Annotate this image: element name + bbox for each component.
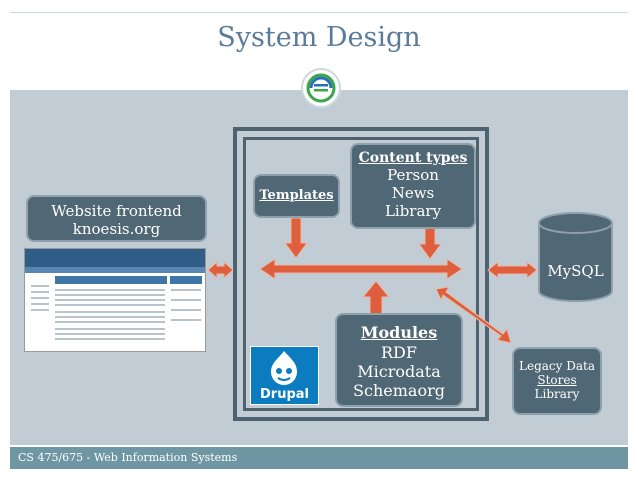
screenshot-line	[55, 311, 165, 313]
legacy-line1: Legacy Data	[519, 359, 595, 373]
module-schemaorg: Schemaorg	[353, 381, 445, 400]
module-microdata: Microdata	[357, 362, 441, 381]
screenshot-line	[31, 297, 49, 299]
screenshot-line	[55, 316, 165, 318]
screenshot-line	[171, 319, 201, 321]
screenshot-line	[31, 309, 49, 311]
templates-label: Templates	[259, 188, 334, 203]
website-screenshot	[24, 248, 206, 352]
knoesis-logo-icon	[301, 68, 341, 108]
screenshot-line	[171, 299, 201, 301]
footer-bar: CS 475/675 - Web Information Systems	[10, 447, 628, 469]
modules-box: Modules RDF Microdata Schemaorg	[335, 313, 463, 407]
screenshot-line	[55, 299, 165, 301]
screenshot-header	[25, 249, 205, 267]
screenshot-line	[31, 291, 49, 293]
drupal-logo: Drupal	[250, 346, 319, 405]
screenshot-line	[55, 289, 165, 291]
screenshot-line	[55, 328, 165, 330]
mysql-label: MySQL	[547, 262, 604, 280]
screenshot-line	[31, 303, 49, 305]
screenshot-line	[55, 304, 165, 306]
slide-title: System Design	[217, 22, 421, 53]
mysql-cylinder-icon	[538, 212, 613, 303]
title-bar	[10, 12, 628, 93]
screenshot-line	[55, 338, 165, 340]
drupal-drop-icon	[271, 351, 297, 385]
screenshot-line	[171, 309, 201, 311]
screenshot-line	[31, 285, 49, 287]
module-rdf: RDF	[381, 343, 417, 362]
legacy-line2: Stores	[537, 373, 577, 387]
templates-box: Templates	[253, 174, 340, 218]
website-frontend-url: knoesis.org	[72, 220, 161, 238]
screenshot-line	[55, 294, 165, 296]
content-type-news: News	[391, 184, 435, 202]
screenshot-line	[171, 289, 201, 291]
content-type-library: Library	[384, 202, 442, 220]
content-type-person: Person	[387, 166, 439, 184]
legacy-line3: Library	[534, 387, 580, 401]
drupal-inner-frame	[243, 137, 479, 411]
screenshot-side-header	[170, 276, 202, 284]
footer-text: CS 475/675 - Web Information Systems	[18, 451, 238, 464]
screenshot-nav	[25, 267, 205, 273]
modules-header: Modules	[360, 323, 438, 342]
website-frontend-box: Website frontend knoesis.org	[26, 195, 207, 242]
content-types-header: Content types	[358, 150, 468, 166]
content-types-box: Content types Person News Library	[350, 143, 476, 229]
screenshot-line	[55, 321, 165, 323]
legacy-data-box: Legacy Data Stores Library	[512, 347, 602, 415]
website-frontend-label: Website frontend	[51, 202, 182, 220]
screenshot-welcome-bar	[55, 276, 167, 284]
drupal-logo-text: Drupal	[260, 387, 309, 402]
screenshot-line	[55, 333, 165, 335]
